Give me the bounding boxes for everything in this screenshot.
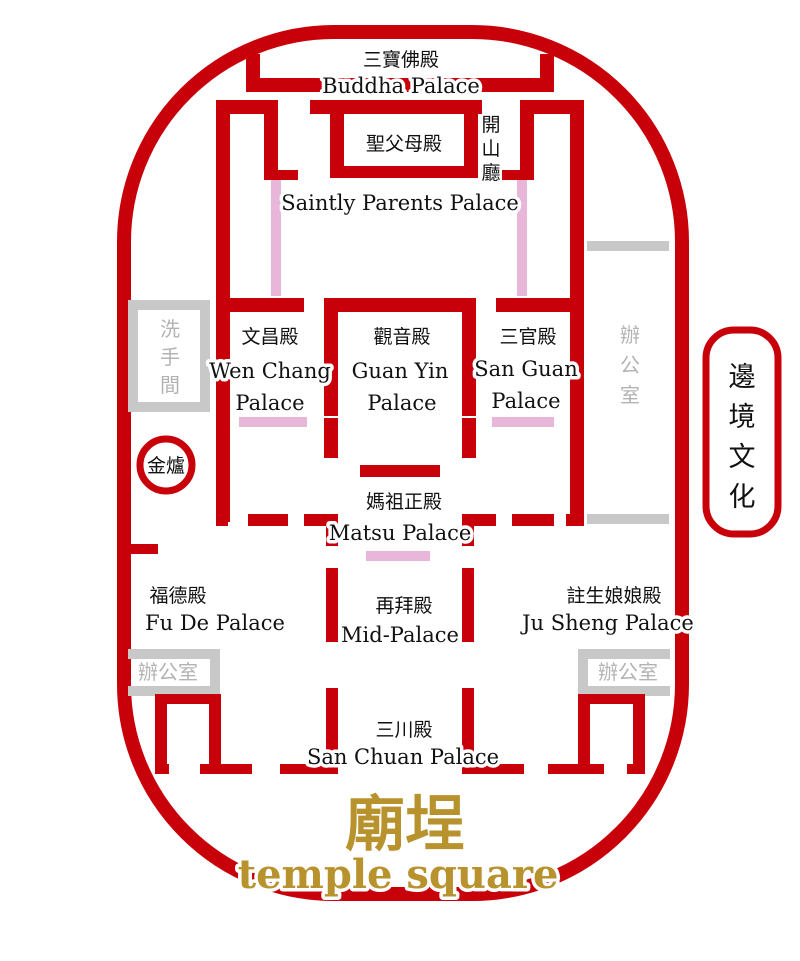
svg-text:間: 間 xyxy=(160,373,180,397)
office-right-small-label: 辦公室 xyxy=(598,660,658,684)
matsu-en: Matsu Palace xyxy=(329,521,472,545)
saintly-parents-zh: 聖父母殿 xyxy=(366,133,442,155)
buddha-palace-en: Buddha Palace xyxy=(322,74,480,98)
svg-text:化: 化 xyxy=(729,482,756,513)
border-culture-badge xyxy=(702,326,782,538)
temple-square-zh: 廟埕 xyxy=(345,790,465,860)
guan-yin-en-2: Palace xyxy=(367,391,436,415)
fu-de-en: Fu De Palace xyxy=(145,611,285,635)
matsu-zh: 媽祖正殿 xyxy=(366,491,442,513)
furnace-ring xyxy=(136,435,196,495)
svg-text:廳: 廳 xyxy=(481,162,500,184)
furnace-label: 金爐 xyxy=(147,455,185,477)
outer-wall xyxy=(117,25,689,901)
restroom-label: 洗 手 間 xyxy=(160,317,180,397)
ju-sheng-en: Ju Sheng Palace xyxy=(520,611,694,635)
office-right-label: 辦 公 室 xyxy=(620,323,640,407)
mid-palace-zh: 再拜殿 xyxy=(375,595,432,617)
san-guan-en-1: San Guan xyxy=(474,357,577,381)
svg-text:室: 室 xyxy=(620,383,640,407)
ju-sheng-zh: 註生娘娘殿 xyxy=(566,585,661,607)
mid-palace-en: Mid-Palace xyxy=(341,623,459,647)
red-walls xyxy=(124,54,645,774)
wen-chang-zh: 文昌殿 xyxy=(241,326,298,348)
svg-text:境: 境 xyxy=(729,402,756,433)
pink-openings xyxy=(239,180,554,561)
temple-square-en: temple square xyxy=(238,851,559,898)
wen-chang-en-2: Palace xyxy=(235,391,304,415)
fu-de-zh: 福德殿 xyxy=(149,585,206,607)
san-chuan-en: San Chuan Palace xyxy=(307,745,499,769)
svg-text:手: 手 xyxy=(160,345,180,369)
kaishan-hall-label: 開 山 廳 xyxy=(481,114,500,184)
svg-text:開: 開 xyxy=(481,114,500,136)
svg-text:公: 公 xyxy=(620,353,640,377)
buddha-palace-zh: 三寶佛殿 xyxy=(363,49,439,71)
svg-text:辦: 辦 xyxy=(620,323,640,347)
guan-yin-en-1: Guan Yin xyxy=(352,359,449,383)
svg-text:洗: 洗 xyxy=(160,317,180,341)
san-guan-en-2: Palace xyxy=(491,389,560,413)
grey-walls xyxy=(128,241,670,696)
border-culture-label: 邊 境 文 化 xyxy=(729,362,756,513)
saintly-parents-en: Saintly Parents Palace xyxy=(281,191,519,215)
svg-text:邊: 邊 xyxy=(729,362,756,393)
san-guan-zh: 三官殿 xyxy=(499,326,556,348)
san-chuan-zh: 三川殿 xyxy=(375,719,432,741)
office-left-label: 辦公室 xyxy=(138,660,198,684)
svg-text:文: 文 xyxy=(729,442,756,473)
guan-yin-zh: 觀音殿 xyxy=(373,326,430,348)
wen-chang-en-1: Wen Chang xyxy=(209,359,331,383)
svg-text:山: 山 xyxy=(481,138,500,160)
